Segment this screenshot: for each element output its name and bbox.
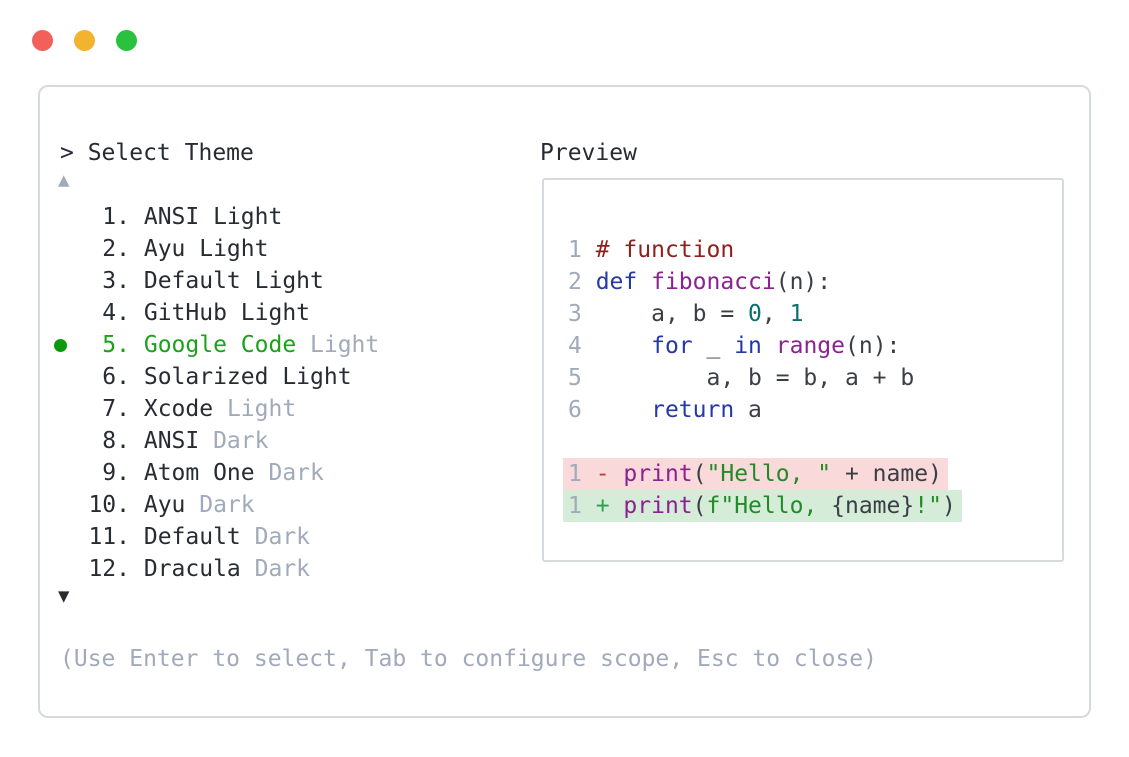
code-line: 3 a, b = 0, 1	[568, 301, 804, 327]
theme-item-4[interactable]: 4. GitHub Light	[102, 300, 311, 326]
keyboard-hints: (Use Enter to select, Tab to configure s…	[60, 646, 877, 672]
theme-item-2[interactable]: 2. Ayu Light	[102, 236, 269, 262]
select-theme-title: > Select Theme	[60, 140, 254, 166]
code-line: 4 for _ in range(n):	[568, 333, 901, 359]
diff-added-line: 1+print(f"Hello, {name}!")	[563, 490, 962, 522]
diff-minus-sign: -	[595, 461, 610, 487]
theme-list: 1. ANSI Light 2. Ayu Light 3. Default Li…	[40, 201, 520, 585]
minimize-window-button[interactable]	[74, 30, 95, 51]
code-line: 5 a, b = b, a + b	[568, 365, 915, 391]
theme-item-7[interactable]: 7. Xcode Light	[102, 396, 297, 422]
zoom-window-button[interactable]	[116, 30, 137, 51]
scroll-up-icon[interactable]: ▲	[58, 169, 70, 191]
theme-item-3[interactable]: 3. Default Light	[102, 268, 324, 294]
code-line: 6 return a	[568, 397, 762, 423]
theme-item-5[interactable]: 5. Google Code Light	[40, 329, 520, 361]
diff-removed-line: 1-print("Hello, " + name)	[563, 458, 962, 490]
theme-item-1[interactable]: 1. ANSI Light	[102, 204, 283, 230]
code-line: 1# function	[568, 237, 735, 263]
diff-plus-sign: +	[595, 493, 610, 519]
scroll-down-icon[interactable]: ▼	[58, 585, 70, 607]
theme-item-10[interactable]: 10. Ayu Dark	[88, 492, 255, 518]
close-window-button[interactable]	[32, 30, 53, 51]
selected-indicator	[54, 338, 67, 352]
window-controls	[32, 30, 137, 51]
theme-item-8[interactable]: 8. ANSI Dark	[102, 428, 269, 454]
theme-picker-panel: > Select Theme Preview ▲ 1. ANSI Light 2…	[38, 85, 1091, 718]
theme-item-12[interactable]: 12. Dracula Dark	[88, 556, 311, 582]
theme-item-9[interactable]: 9. Atom One Dark	[102, 460, 324, 486]
theme-item-11[interactable]: 11. Default Dark	[88, 524, 311, 550]
theme-item-6[interactable]: 6. Solarized Light	[102, 364, 352, 390]
preview-title: Preview	[540, 140, 637, 166]
